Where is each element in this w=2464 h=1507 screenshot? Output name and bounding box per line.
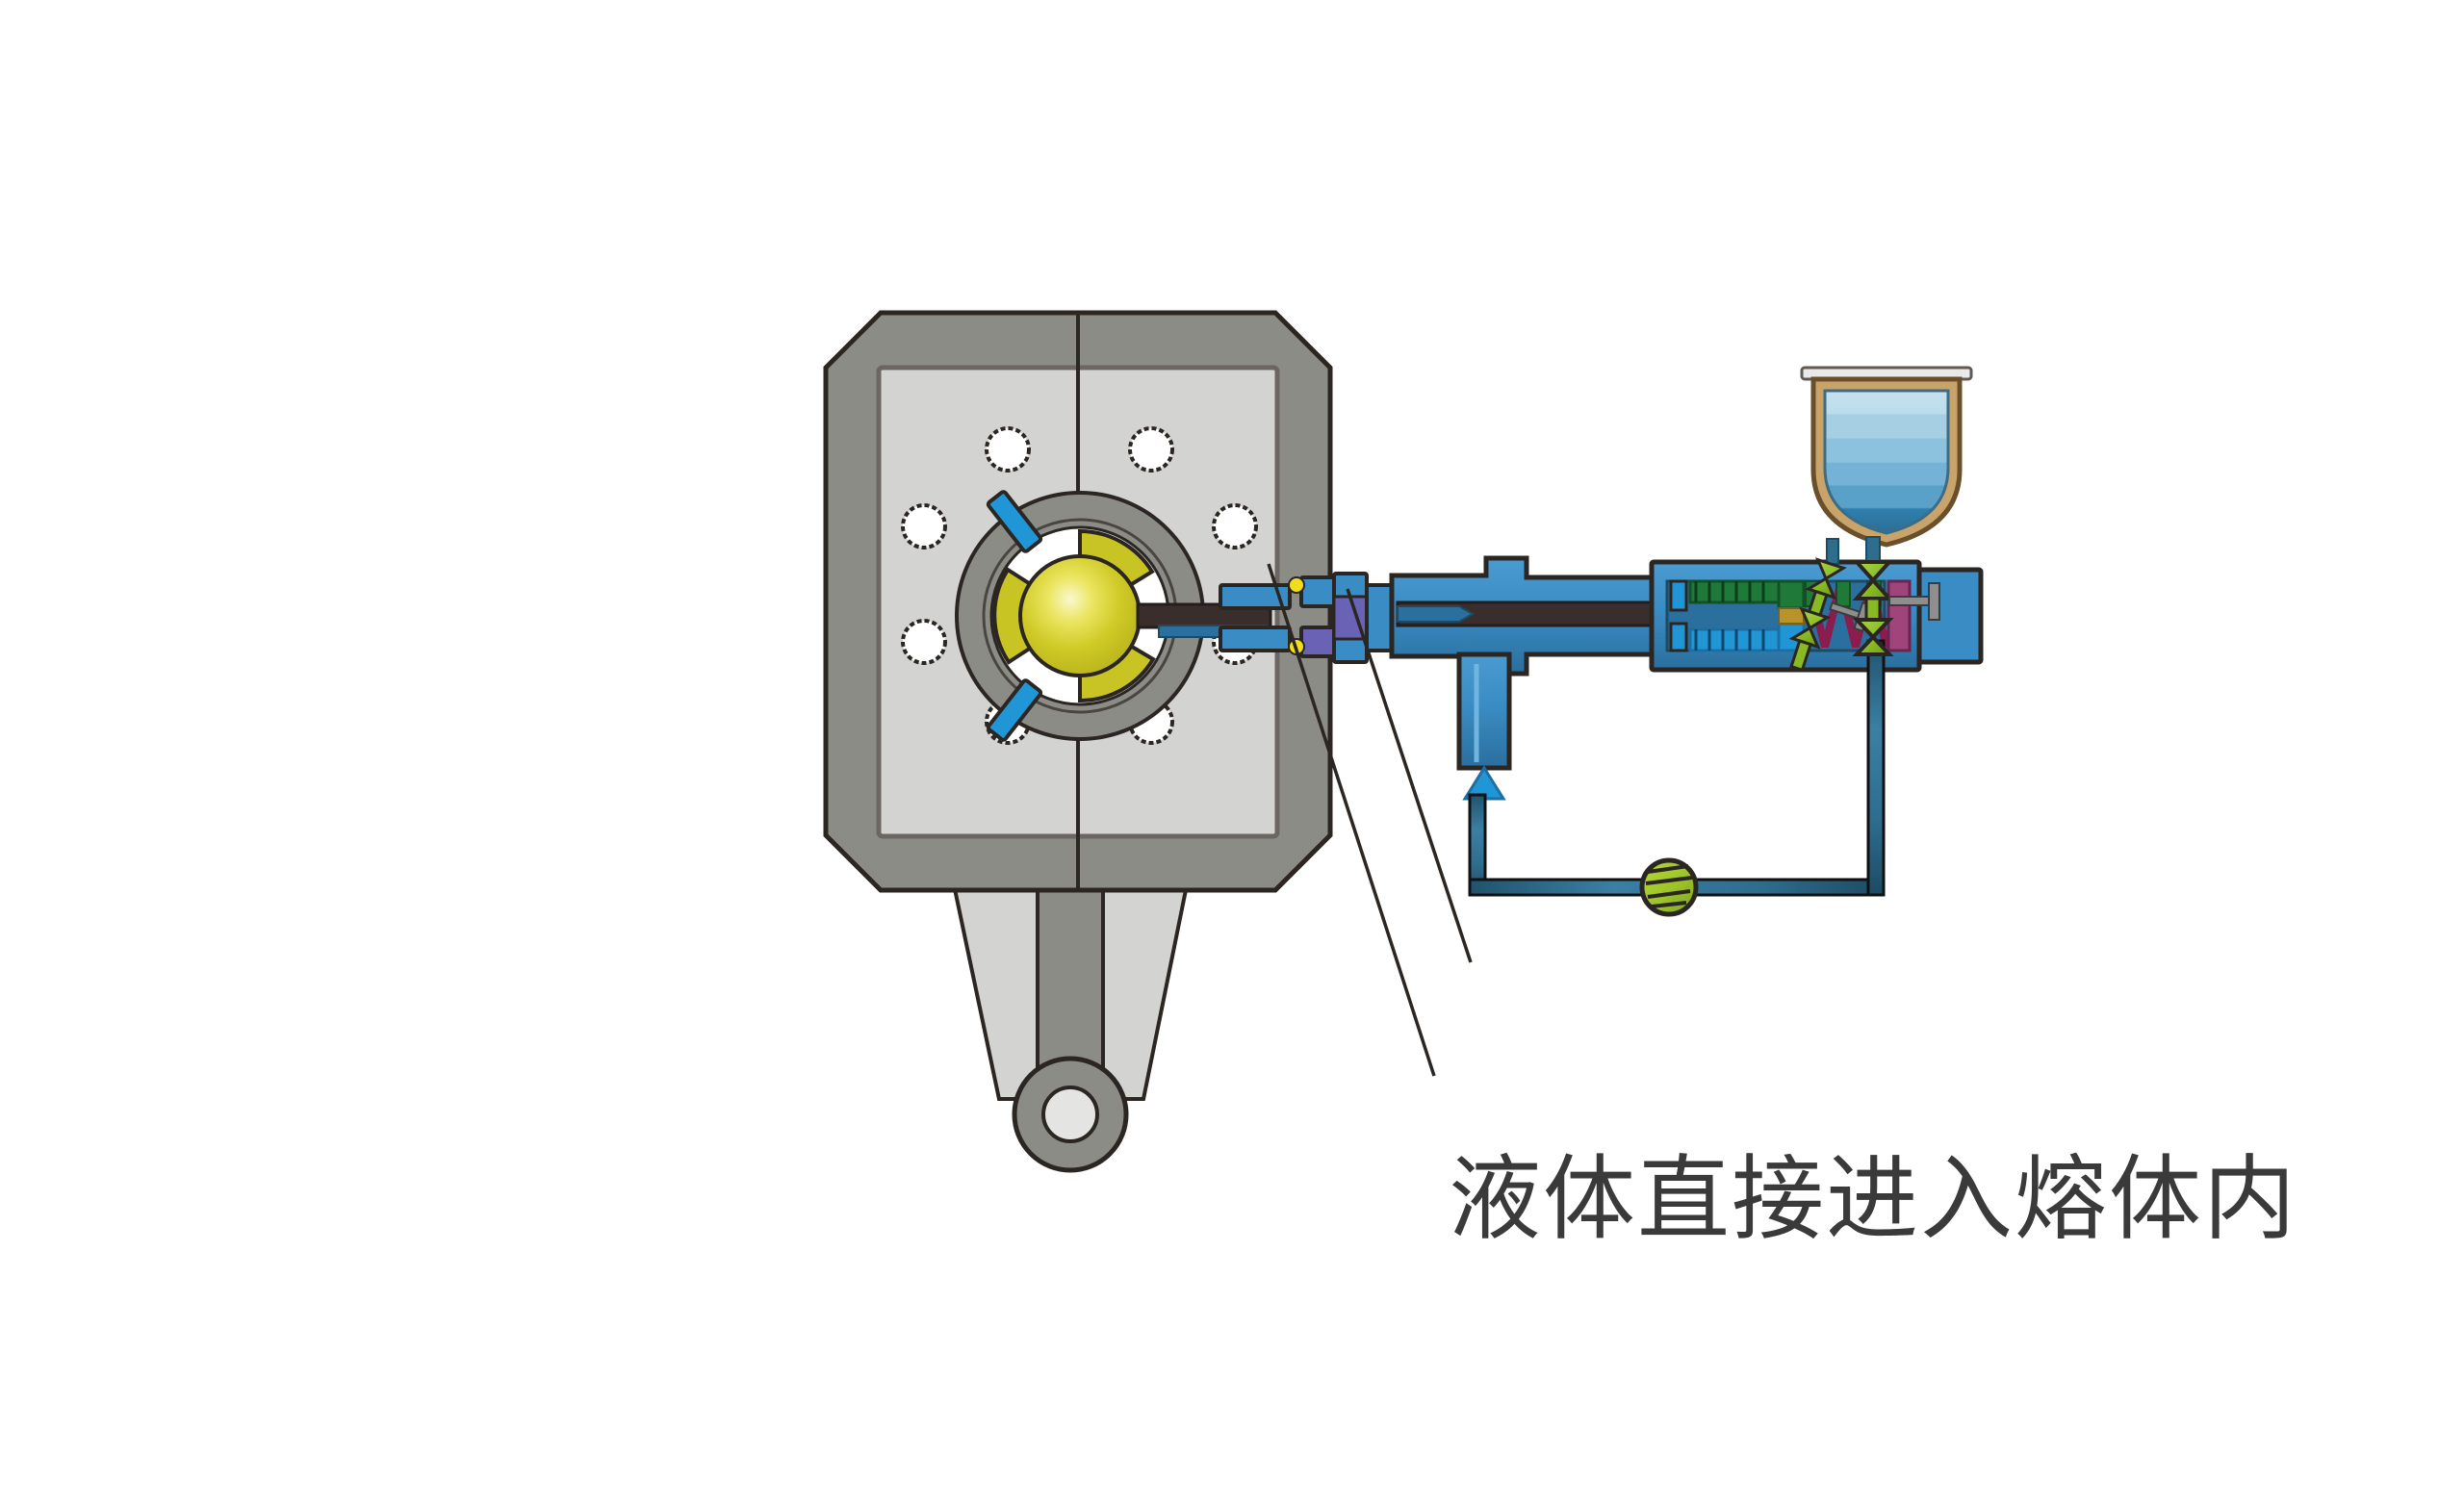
bolt-hole: [1128, 426, 1174, 473]
tank-outlet-left: [1826, 538, 1839, 565]
pump-vanes: [1645, 864, 1693, 908]
insert-blue-lower: [986, 678, 1043, 742]
mold-insert-lower: [986, 678, 1043, 742]
nozzle-collar-lower: [1219, 626, 1292, 652]
spring-seat: [1886, 579, 1912, 652]
liquid-injector-nozzle: [1136, 555, 1984, 801]
green-packing-upper: [1688, 579, 1781, 604]
leader-lines: [1267, 563, 1473, 1077]
drain-valve-assembly: [1788, 557, 1873, 673]
mold-bracket: [948, 869, 1193, 1173]
supply-piping: [1468, 639, 1886, 917]
pump-body: [1639, 857, 1699, 917]
mold-plate-assembly: [823, 310, 1333, 1173]
metering-pump: [1639, 857, 1699, 917]
injector-inlet-tee: [1456, 651, 1512, 771]
bolt-hole: [1212, 503, 1258, 549]
leader-line-injector: [1346, 588, 1473, 963]
injector-needle: [1397, 605, 1476, 623]
shutoff-valve-assembly: [1852, 560, 1940, 656]
caption-label: 液体直接进入熔体内: [1449, 1145, 2297, 1253]
bolt-hole: [985, 426, 1031, 473]
pipe-riser-right: [1866, 639, 1886, 897]
leader-line-nozzle: [1267, 563, 1436, 1077]
tank-outlet-right: [1865, 536, 1881, 563]
mold-insert-upper: [986, 490, 1043, 553]
bolt-hole: [901, 619, 947, 665]
shutoff-valve-lower: [1852, 618, 1894, 656]
tank-liquid: [1823, 389, 1950, 535]
seal-dot-upper: [1288, 576, 1305, 594]
seal-block-lower: [1669, 622, 1688, 652]
seal-block-upper: [1669, 579, 1688, 612]
supply-tank: [1788, 366, 1973, 673]
shutoff-handwheel[interactable]: [1888, 582, 1940, 621]
melt-sphere: [1018, 554, 1142, 677]
brass-washer: [1778, 607, 1805, 625]
drain-outlet: [1789, 639, 1813, 673]
insert-blue-upper: [986, 490, 1043, 553]
shutoff-valve-stem: [1864, 597, 1882, 622]
bolt-hole: [901, 503, 947, 549]
green-stop-upper: [1777, 579, 1806, 610]
blue-packing-lower: [1688, 627, 1781, 652]
nozzle-flange-upper: [1299, 575, 1336, 608]
nozzle-flange-lower: [1299, 626, 1336, 658]
nozzle-collar-upper: [1219, 583, 1292, 610]
bracket-hub-bore: [1041, 1086, 1099, 1143]
coupling-sleeve: [1365, 583, 1394, 652]
return-spring: [1806, 584, 1906, 648]
packing-hatching: [1694, 581, 1765, 651]
